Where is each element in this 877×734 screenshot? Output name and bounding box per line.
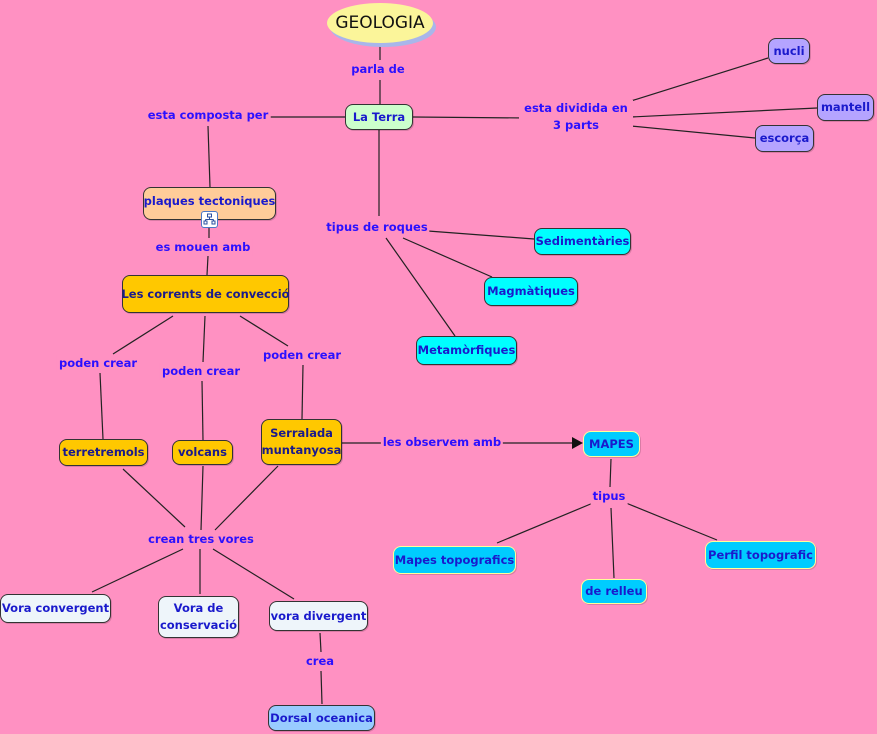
concept-les-corrents-de-conveccio[interactable]: Les corrents de convecció (121, 275, 290, 313)
concept-vora-convergent[interactable]: Vora convergent (0, 594, 111, 623)
link-poden-crear-3: poden crear (260, 347, 344, 364)
link-poden-crear-1: poden crear (56, 355, 140, 372)
link-tipus-de-roques: tipus de roques (324, 219, 430, 236)
edge-dividida-mantell (630, 107, 818, 118)
concept-magmatiques[interactable]: Magmàtiques (484, 277, 578, 306)
edge-dividida-nucli (630, 57, 769, 102)
concept-de-relleu[interactable]: de relleu (581, 579, 647, 604)
edge-mapes-tipus (609, 458, 612, 488)
edge-crean-convergent (91, 548, 184, 593)
concept-terretremols[interactable]: terretremols (59, 439, 148, 466)
link-tipus: tipus (590, 488, 628, 505)
concept-mapes-topografics[interactable]: Mapes topografics (393, 546, 516, 574)
edge-roques-sedim (427, 230, 535, 240)
concept-mantell[interactable]: mantell (817, 94, 874, 121)
concept-mapes[interactable]: MAPES (583, 431, 640, 457)
link-es-mouen-amb: es mouen amb (153, 239, 253, 256)
link-esta-composta-per: esta composta per (145, 107, 271, 124)
link-les-observem-amb: les observem amb (380, 434, 504, 451)
edge-roques-meta (385, 237, 456, 337)
concept-escorca[interactable]: escorça (755, 125, 814, 152)
concept-nucli[interactable]: nucli (768, 38, 810, 64)
edge-terra-dividida (412, 116, 528, 119)
concept-metamorfiques[interactable]: Metamòrfiques (416, 336, 517, 365)
edge-tipus-perfil (625, 502, 718, 541)
edge-divergent-crea (319, 632, 322, 653)
link-parla-de: parla de (349, 61, 407, 78)
arrowhead (572, 437, 583, 449)
concept-dorsal-oceanica[interactable]: Dorsal oceanica (268, 705, 375, 731)
edge-pc1-terre (99, 372, 104, 440)
link-poden-crear-2: poden crear (159, 363, 243, 380)
concept-vora-divergent[interactable]: vora divergent (269, 601, 368, 631)
edge-corrents-pc3 (239, 315, 289, 347)
edge-pc2-volc (201, 380, 204, 441)
edge-composta-plaques (207, 125, 211, 188)
edge-dividida-escorca (630, 125, 756, 139)
concept-perfil-topografic[interactable]: Perfil topografic (705, 541, 816, 569)
edge-mouen-corrents (206, 255, 209, 276)
edge-serr-crean (214, 465, 279, 531)
edge-corrents-pc2 (202, 315, 206, 363)
concept-vora-de-conservacio[interactable]: Vora de conservació (158, 596, 239, 638)
edge-pc3-serr (301, 364, 304, 420)
link-crean-tres-vores: crean tres vores (146, 531, 256, 548)
link-esta-dividida: esta dividida en 3 parts (519, 100, 633, 134)
edge-terre-crean (122, 468, 186, 528)
edge-crean-divergent (212, 548, 295, 600)
concept-serralada-muntanyosa[interactable]: Serralada muntanyosa (261, 419, 342, 465)
edge-tipus-relleu (610, 507, 615, 579)
edge-volc-crean (200, 465, 204, 531)
concept-la-terra[interactable]: La Terra (345, 104, 413, 130)
root-concept-geologia[interactable]: GEOLOGIA (327, 3, 433, 43)
concept-sedimentaries[interactable]: Sedimentàries (534, 228, 631, 255)
concept-map-icon[interactable] (201, 211, 218, 228)
edge-tipus-mtopo (496, 502, 594, 544)
edge-roques-magma (402, 237, 493, 278)
link-crea: crea (303, 653, 337, 670)
edge-corrents-pc1 (112, 315, 174, 355)
concept-volcans[interactable]: volcans (172, 440, 233, 465)
edge-crea-dorsal (320, 670, 323, 705)
